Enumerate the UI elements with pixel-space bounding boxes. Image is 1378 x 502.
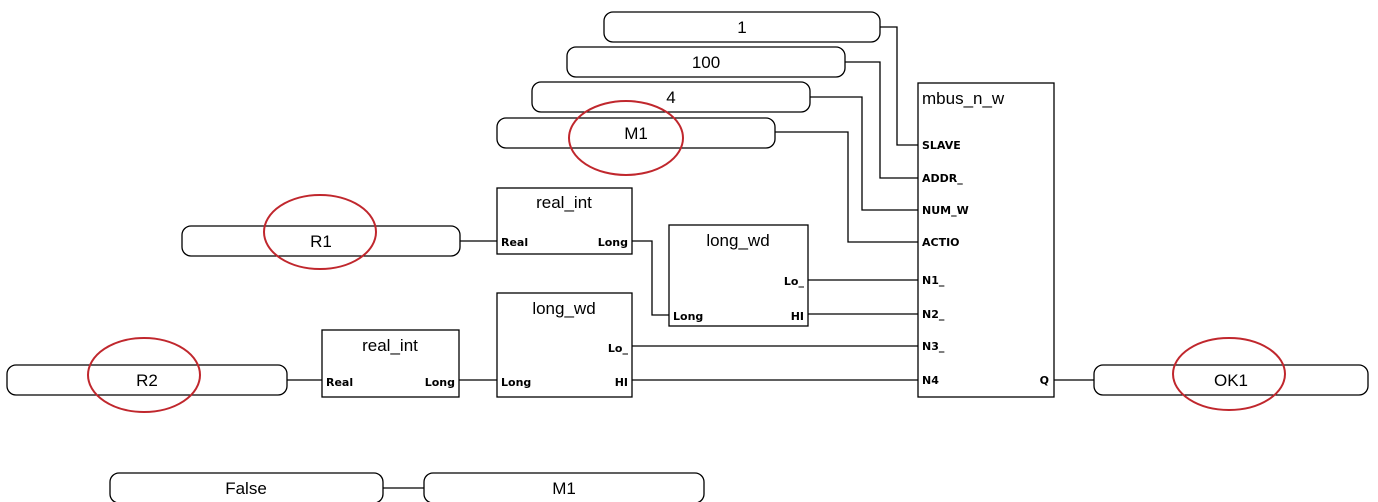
highlight-circle-r1 (263, 194, 377, 270)
block-mbus-n-w[interactable] (917, 82, 1055, 398)
block-real-int-2[interactable] (321, 329, 460, 398)
block-title-long-wd-1: long_wd (706, 231, 769, 250)
block-long-wd-1[interactable] (668, 224, 809, 327)
pin-real-int-2-out: Long (425, 376, 455, 389)
pin-long-wd-1-hi: HI (791, 310, 804, 323)
var-label-100: 100 (692, 53, 720, 72)
var-box-1[interactable] (603, 11, 881, 43)
var-label-r1: R1 (310, 232, 332, 251)
wire-num-w (810, 96, 918, 211)
var-box-100[interactable] (566, 46, 846, 78)
block-title-long-wd-2: long_wd (532, 299, 595, 318)
pin-long-wd-2-lo: Lo_ (608, 342, 629, 355)
var-label-false: False (225, 479, 267, 498)
var-box-m1-bottom[interactable] (423, 472, 705, 502)
var-box-m1-top[interactable] (496, 117, 776, 149)
var-label-1: 1 (737, 18, 746, 37)
block-title-real-int-2: real_int (362, 336, 418, 355)
pin-mbus-num-w: NUM_W (922, 204, 969, 217)
var-box-r1[interactable] (181, 225, 461, 257)
block-long-wd-2[interactable] (496, 292, 633, 398)
wire-actio (775, 131, 918, 243)
pin-mbus-q: Q (1040, 374, 1049, 387)
pin-long-wd-1-in: Long (673, 310, 703, 323)
highlight-circle-r2 (87, 337, 201, 413)
wire-addr (845, 61, 918, 179)
var-box-r2[interactable] (6, 364, 288, 396)
highlight-circle-ok1 (1172, 337, 1286, 411)
wire-slave (880, 26, 918, 146)
pin-real-int-1-in: Real (501, 236, 528, 249)
pin-mbus-n3: N3_ (922, 340, 945, 353)
var-label-m1-bottom: M1 (552, 479, 576, 498)
pin-mbus-n2: N2_ (922, 308, 945, 321)
pin-long-wd-2-in: Long (501, 376, 531, 389)
var-label-r2: R2 (136, 371, 158, 390)
highlight-circle-m1 (568, 100, 684, 176)
wire-realint-longwd1 (632, 240, 669, 316)
pin-real-int-1-out: Long (598, 236, 628, 249)
var-box-ok1[interactable] (1093, 364, 1369, 396)
var-box-4[interactable] (531, 81, 811, 113)
var-box-false[interactable] (109, 472, 384, 502)
pin-long-wd-2-hi: HI (615, 376, 628, 389)
var-label-4: 4 (666, 88, 675, 107)
pin-mbus-n4: N4 (922, 374, 939, 387)
block-real-int-1[interactable] (496, 187, 633, 255)
var-label-ok1: OK1 (1214, 371, 1248, 390)
block-title-mbus: mbus_n_w (922, 89, 1005, 108)
pin-mbus-n1: N1_ (922, 274, 945, 287)
pin-mbus-actio: ACTIO (922, 236, 960, 249)
pin-mbus-addr: ADDR_ (922, 172, 963, 185)
pin-long-wd-1-lo: Lo_ (784, 275, 805, 288)
var-label-m1-top: M1 (624, 124, 648, 143)
pin-mbus-slave: SLAVE (922, 139, 961, 152)
pin-real-int-2-in: Real (326, 376, 353, 389)
block-title-real-int-1: real_int (536, 193, 592, 212)
